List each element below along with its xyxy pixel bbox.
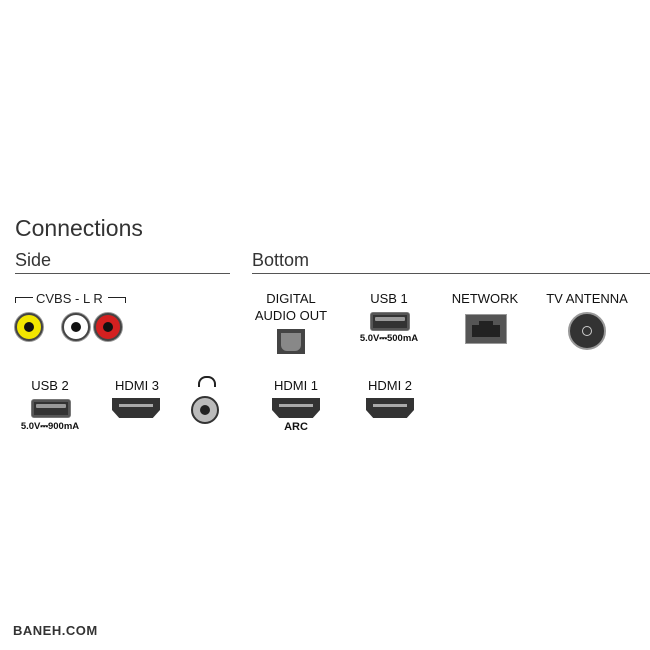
hdmi1-port-icon — [272, 398, 320, 418]
bottom-heading: Bottom — [252, 250, 310, 270]
optical-port-icon — [277, 329, 305, 354]
audio-right-red-jack-icon — [94, 313, 122, 341]
hdmi2-port-icon — [366, 398, 414, 418]
hdmi3-label: HDMI 3 — [114, 378, 160, 393]
headphone-icon — [198, 376, 216, 387]
usb1-spec: 5.0V⎓500mA — [359, 333, 419, 344]
bottom-divider — [252, 273, 650, 274]
hdmi1-arc-label: ARC — [284, 421, 308, 433]
page-title: Connections — [15, 215, 143, 241]
audio-left-white-jack-icon — [62, 313, 90, 341]
network-label: NETWORK — [451, 291, 519, 306]
bracket-left — [15, 297, 33, 303]
hdmi1-label: HDMI 1 — [273, 378, 319, 393]
bracket-right — [108, 297, 126, 303]
headphone-jack-icon — [191, 396, 219, 424]
digital-audio-line2: AUDIO OUT — [254, 308, 328, 323]
hdmi3-port-icon — [112, 398, 160, 418]
antenna-port-icon — [568, 312, 606, 350]
watermark-logo: BANEH.COM — [13, 623, 98, 638]
usb2-spec: 5.0V⎓900mA — [20, 421, 80, 432]
antenna-label: TV ANTENNA — [546, 291, 628, 306]
cvbs-label: CVBS - L R — [36, 291, 103, 306]
digital-audio-line1: DIGITAL — [266, 291, 316, 306]
side-heading: Side — [15, 250, 52, 270]
usb2-port-icon — [31, 399, 71, 418]
digital-audio-label: DIGITAL AUDIO OUT — [231, 290, 351, 324]
side-divider — [15, 273, 230, 274]
hdmi2-label: HDMI 2 — [367, 378, 413, 393]
cvbs-yellow-jack-icon — [15, 313, 43, 341]
usb1-label: USB 1 — [370, 291, 408, 306]
usb2-label: USB 2 — [31, 378, 69, 393]
usb1-port-icon — [370, 312, 410, 331]
ethernet-port-icon — [465, 314, 507, 344]
